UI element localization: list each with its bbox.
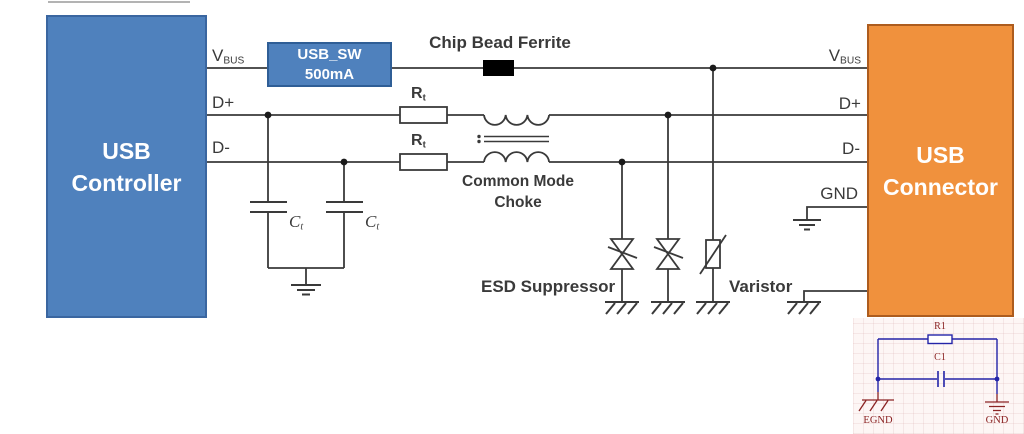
capacitor-ct1-symbol bbox=[250, 201, 287, 213]
ct-main: C bbox=[289, 212, 301, 231]
pin-label-gnd: GND bbox=[820, 184, 858, 203]
earth-ground-symbol-gnd bbox=[793, 219, 821, 231]
ct-sub: t bbox=[376, 221, 380, 233]
junction-dots bbox=[264, 64, 717, 166]
usb-connector-title-line2: Connector bbox=[883, 173, 998, 200]
varistor-symbol bbox=[699, 234, 727, 275]
inset-gnd-symbol bbox=[985, 401, 1009, 415]
vbus-sub: BUS bbox=[840, 55, 861, 67]
rt-sub: t bbox=[422, 139, 426, 151]
inset-junction-dot-left bbox=[875, 376, 881, 382]
inset-circuit bbox=[858, 334, 1009, 415]
vbus-main: V bbox=[828, 46, 841, 65]
esd-suppressor-symbol-2 bbox=[653, 238, 684, 270]
ct-main: C bbox=[365, 212, 377, 231]
capacitor-ct2-label: Ct bbox=[365, 212, 379, 233]
inset-egnd-symbol bbox=[858, 399, 894, 412]
chip-bead-ferrite-label: Chip Bead Ferrite bbox=[429, 33, 571, 52]
resistor-rt2-symbol bbox=[399, 153, 448, 171]
pin-label-dminus-left: D- bbox=[212, 138, 230, 157]
usb-controller-box: USB Controller bbox=[46, 15, 207, 318]
usb-controller-title-line2: Controller bbox=[71, 169, 182, 196]
chassis-ground-symbol-esd2 bbox=[651, 301, 685, 315]
rt-main: R bbox=[411, 132, 423, 149]
ferrite-bead-symbol bbox=[483, 60, 514, 76]
pin-label-vbus-left: VBUS bbox=[212, 46, 244, 67]
pin-label-dplus-left: D+ bbox=[212, 93, 235, 112]
earth-ground-symbol-ct bbox=[291, 284, 321, 296]
common-mode-choke-line1: Common Mode bbox=[462, 173, 574, 190]
common-mode-choke-symbol bbox=[477, 114, 550, 163]
usb-sw-block: USB_SW 500mA bbox=[267, 42, 392, 87]
chassis-ground-symbol-esd1 bbox=[605, 301, 639, 315]
inset-gnd-label: GND bbox=[985, 415, 1009, 426]
usb-connector-title-line1: USB bbox=[916, 141, 965, 168]
vbus-main: V bbox=[212, 46, 224, 65]
pin-label-dminus-right: D- bbox=[842, 139, 860, 158]
inset-c1-label: C1 bbox=[934, 352, 946, 363]
esd-suppressor-label: ESD Suppressor bbox=[481, 277, 616, 296]
usb-connector-box: USB Connector bbox=[867, 24, 1014, 317]
usb-sw-label-line2: 500mA bbox=[304, 65, 355, 83]
chassis-ground-symbol-shield bbox=[787, 301, 821, 315]
wire-shield-ground bbox=[803, 290, 869, 302]
varistor-label: Varistor bbox=[729, 277, 793, 296]
common-mode-choke-line2: Choke bbox=[494, 194, 542, 211]
vbus-sub: BUS bbox=[223, 55, 245, 67]
capacitor-ct1-label: Ct bbox=[289, 212, 303, 233]
capacitor-ct2-symbol bbox=[326, 201, 363, 213]
resistor-rt1-symbol bbox=[399, 106, 448, 124]
esd-suppressor-symbol-1 bbox=[607, 238, 638, 270]
common-mode-choke-label: Common Mode Choke bbox=[447, 171, 589, 213]
usb-controller-title-line1: USB bbox=[102, 137, 151, 164]
usb-sw-label-line1: USB_SW bbox=[297, 45, 362, 63]
inset-capacitor-c1-symbol bbox=[937, 371, 945, 387]
wire-ct-common bbox=[268, 267, 344, 285]
inset-junction-dot-right bbox=[994, 376, 1000, 382]
chassis-ground-symbol-varistor bbox=[696, 301, 730, 315]
inset-resistor-r1-symbol bbox=[927, 334, 953, 345]
inset-r1-label: R1 bbox=[934, 321, 946, 332]
resistor-rt2-label: Rt bbox=[411, 132, 426, 150]
rt-sub: t bbox=[422, 92, 426, 104]
wire-gnd bbox=[806, 206, 869, 219]
pin-label-dplus-right: D+ bbox=[838, 94, 861, 113]
pin-label-vbus-right: VBUS bbox=[829, 46, 861, 67]
stray-line-artifact bbox=[48, 1, 190, 3]
ct-sub: t bbox=[300, 221, 304, 233]
inset-egnd-label: EGND bbox=[863, 415, 893, 426]
inset-wires bbox=[877, 338, 998, 394]
resistor-rt1-label: Rt bbox=[411, 85, 426, 103]
rt-main: R bbox=[411, 85, 423, 102]
